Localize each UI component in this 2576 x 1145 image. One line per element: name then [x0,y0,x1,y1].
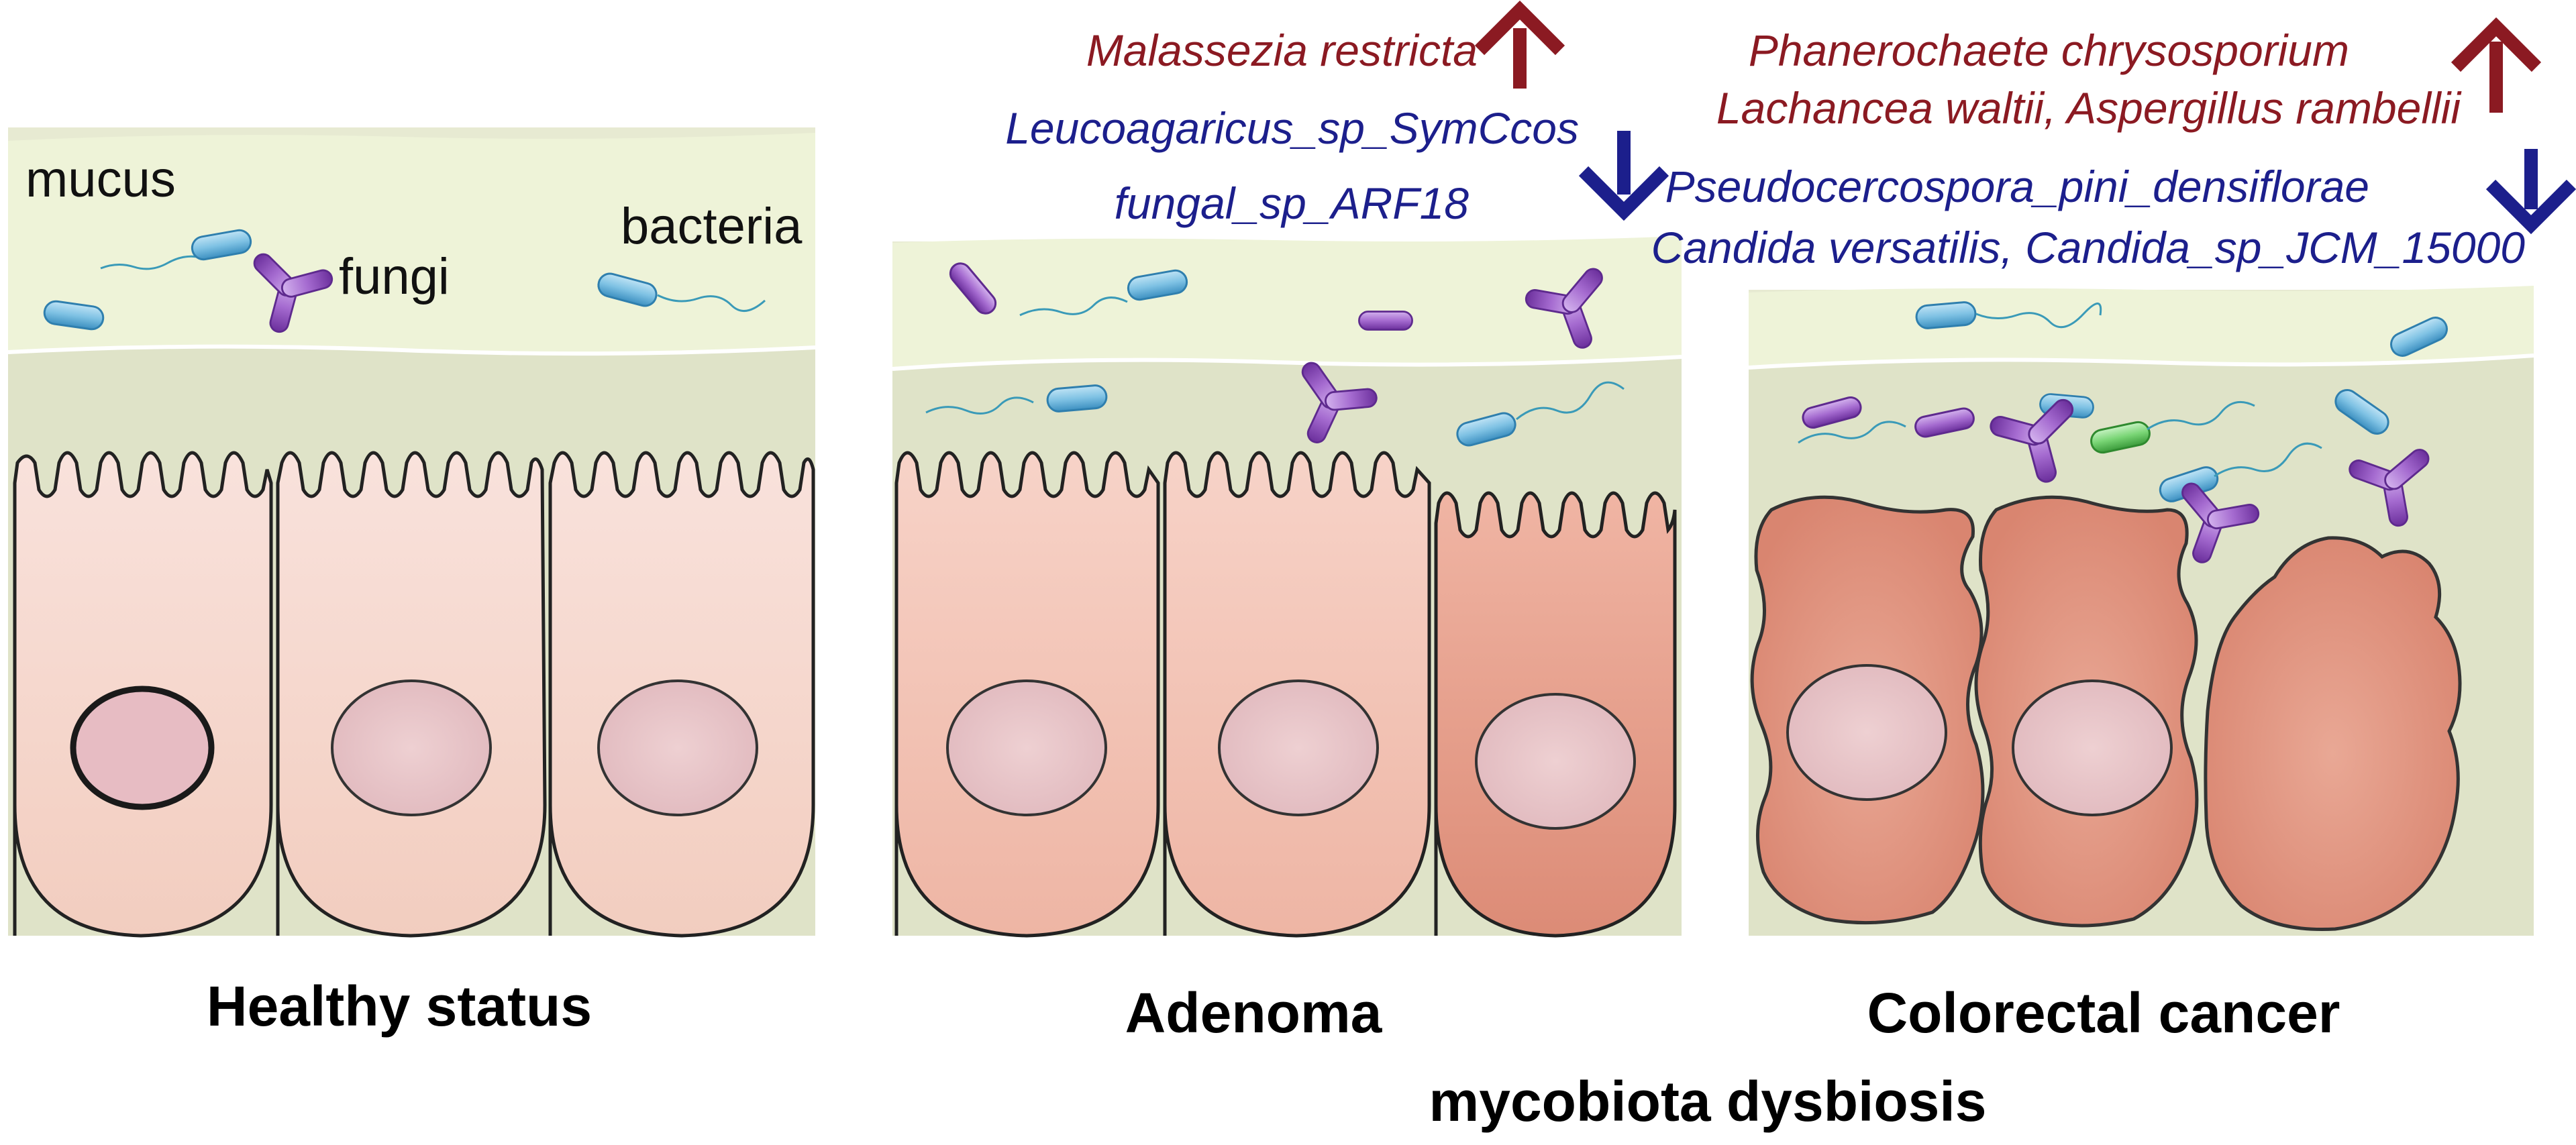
panel-adenoma [892,236,1682,938]
cancer-decreased-species-2: Candida versatilis, Candida_sp_JCM_15000 [1651,223,2525,272]
adenoma-decreased-species-1: Leucoagaricus_sp_SymCcos [1005,103,1579,153]
healthy-cells [13,451,815,938]
increase-arrow-cancer [2451,17,2542,113]
adenoma-increased-species-1: Malassezia restricta [1086,25,1478,75]
colorectal-cancer-title: Colorectal cancer [1867,981,2340,1044]
bacteria-label: bacteria [621,198,803,255]
adenoma-decreased-species-2: fungal_sp_ARF18 [1114,178,1469,228]
cancer-increased-species-1: Phanerochaete chrysosporium [1748,25,2349,75]
decrease-arrow-adenoma [1578,131,1669,221]
healthy-microbes [42,227,766,344]
fungi-label: fungi [339,248,450,305]
healthy-status-title: Healthy status [206,975,593,1038]
adenoma-cells [894,451,1677,938]
increase-arrow-adenoma [1474,0,1565,89]
adenoma-microbes [925,258,1627,461]
cancer-microbes [1798,300,2452,578]
mycobiota-dysbiosis-caption: mycobiota dysbiosis [1429,1070,1987,1133]
cancer-increased-species-2: Lachancea waltii, Aspergillus rambellii [1716,83,2461,133]
mucus-label: mucus [25,151,176,208]
cancer-cells [1750,495,2462,932]
panel-healthy [7,127,816,938]
decrease-arrow-cancer [2485,149,2576,235]
cancer-decreased-species-1: Pseudocercospora_pini_densiflorae [1665,162,2369,211]
adenoma-title: Adenoma [1125,981,1382,1044]
panel-cancer [1748,286,2534,936]
